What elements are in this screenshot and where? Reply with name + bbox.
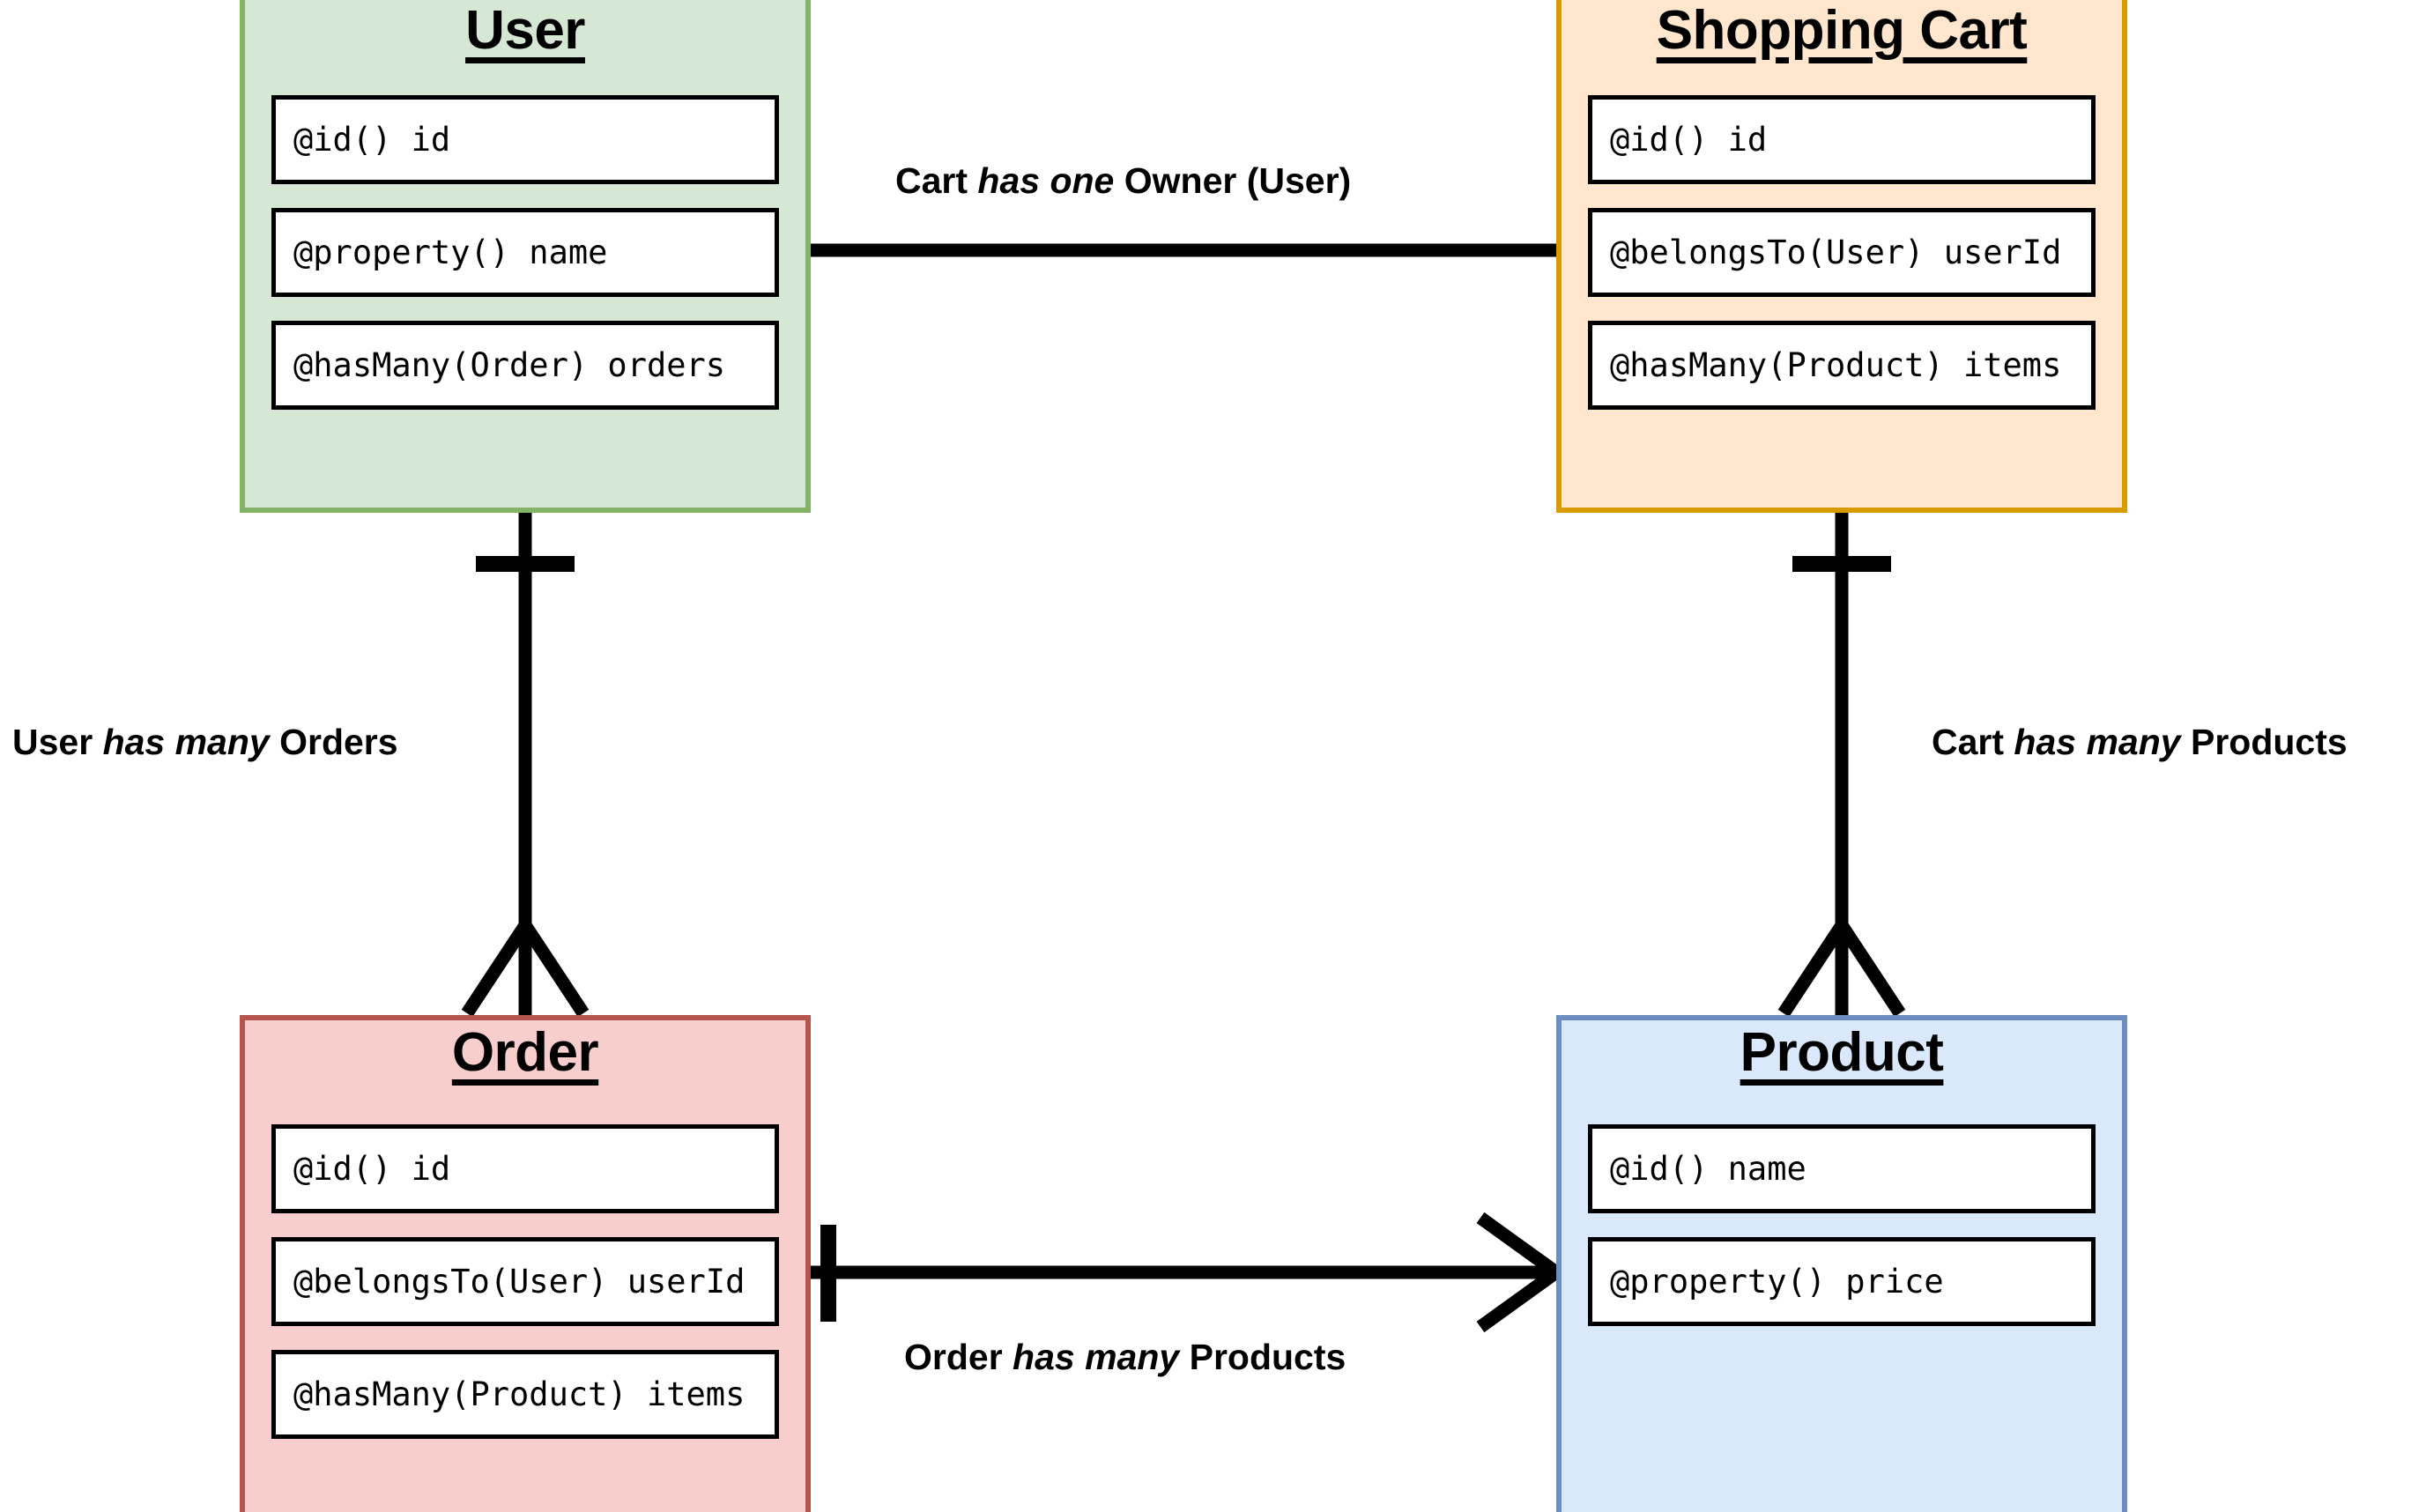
label-prefix: Cart: [1932, 722, 2014, 762]
crowfoot-many-prong-top-product: [1476, 1212, 1561, 1279]
attribute-row[interactable]: @hasMany(Order) orders: [271, 321, 779, 410]
relationship-label-order-products: Order has many Products: [904, 1337, 1346, 1377]
crowfoot-many-prong-right-product: [1836, 921, 1906, 1018]
attribute-row[interactable]: @hasMany(Product) items: [271, 1350, 779, 1439]
entity-product-attributes: @id() name @property() price: [1562, 1124, 2122, 1326]
entity-shopping-cart[interactable]: Shopping Cart @id() id @belongsTo(User) …: [1556, 0, 2127, 513]
attribute-row[interactable]: @id() id: [271, 1124, 779, 1213]
label-emphasis: has one: [977, 160, 1115, 201]
entity-shopping-cart-attributes: @id() id @belongsTo(User) userId @hasMan…: [1562, 95, 2122, 410]
crowfoot-many-prong-bottom-product: [1476, 1266, 1561, 1333]
entity-order-attributes: @id() id @belongsTo(User) userId @hasMan…: [245, 1124, 805, 1439]
label-prefix: Cart: [895, 160, 978, 201]
attribute-row[interactable]: @id() id: [271, 95, 779, 184]
connector-order-products[interactable]: [811, 1212, 1561, 1333]
attribute-row[interactable]: @property() name: [271, 208, 779, 297]
attribute-row[interactable]: @property() price: [1588, 1237, 2096, 1326]
entity-user-attributes: @id() id @property() name @hasMany(Order…: [245, 95, 805, 410]
crowfoot-many-prong-left-order: [461, 921, 531, 1018]
label-prefix: Order: [904, 1337, 1013, 1377]
attribute-row[interactable]: @belongsTo(User) userId: [1588, 208, 2096, 297]
relationship-label-cart-products: Cart has many Products: [1932, 722, 2348, 762]
attribute-row[interactable]: @id() name: [1588, 1124, 2096, 1213]
crowfoot-many-prong-right-order: [519, 921, 590, 1018]
label-emphasis: has many: [1013, 1337, 1180, 1377]
label-suffix: Products: [2180, 722, 2348, 762]
crowfoot-many-prong-left-product: [1777, 921, 1848, 1018]
label-suffix: Owner (User): [1114, 160, 1352, 201]
attribute-row[interactable]: @hasMany(Product) items: [1588, 321, 2096, 410]
entity-shopping-cart-title: Shopping Cart: [1656, 0, 2028, 61]
relationship-label-user-orders: User has many Orders: [12, 722, 398, 762]
entity-order-title: Order: [451, 1022, 599, 1083]
label-emphasis: has many: [2014, 722, 2181, 762]
attribute-row[interactable]: @belongsTo(User) userId: [271, 1237, 779, 1326]
label-suffix: Products: [1179, 1337, 1346, 1377]
relationship-label-cart-owner: Cart has one Owner (User): [895, 160, 1352, 201]
label-emphasis: has many: [102, 722, 270, 762]
connector-cart-products[interactable]: [1777, 513, 1906, 1018]
label-prefix: User: [12, 722, 103, 762]
attribute-row[interactable]: @id() id: [1588, 95, 2096, 184]
label-suffix: Orders: [269, 722, 398, 762]
entity-order[interactable]: Order @id() id @belongsTo(User) userId @…: [240, 1015, 811, 1512]
entity-user-title: User: [465, 0, 585, 61]
entity-user[interactable]: User @id() id @property() name @hasMany(…: [240, 0, 811, 513]
entity-product[interactable]: Product @id() name @property() price: [1556, 1015, 2127, 1512]
connector-user-orders[interactable]: [461, 513, 590, 1018]
entity-product-title: Product: [1740, 1022, 1944, 1083]
